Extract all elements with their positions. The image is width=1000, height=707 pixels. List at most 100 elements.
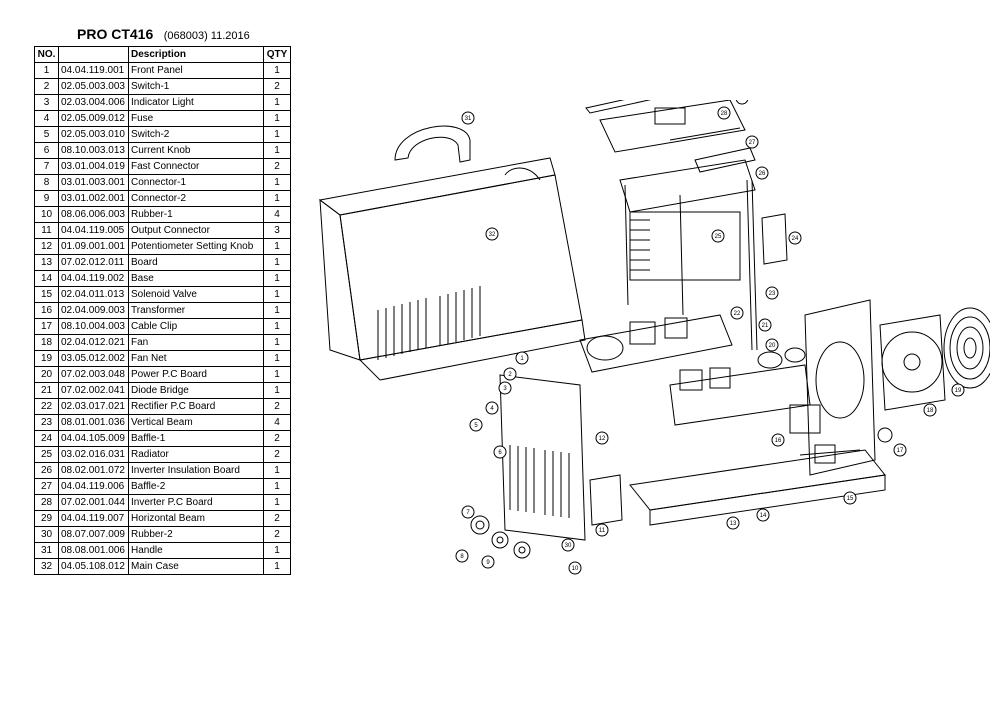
callout-number: 18 <box>927 408 934 414</box>
part-description-cell: Rubber-1 <box>128 206 264 223</box>
callout-balloon <box>765 338 779 352</box>
part-code-cell: 08.02.001.072 <box>58 462 129 479</box>
part-code-cell: 04.04.119.002 <box>58 270 129 287</box>
part-code-cell: 07.02.002.041 <box>58 382 129 399</box>
callout-balloon <box>568 561 582 575</box>
part-number-cell: 20 <box>34 366 59 383</box>
part-description-cell: Indicator Light <box>128 94 264 111</box>
part-description-cell: Connector-1 <box>128 174 264 191</box>
handle-part <box>394 125 471 163</box>
callout-number: 26 <box>759 171 766 177</box>
callout-balloon <box>711 229 725 243</box>
part-qty-cell: 1 <box>263 558 291 575</box>
part-code-cell: 04.04.119.006 <box>58 478 129 495</box>
callout-balloon <box>755 166 769 180</box>
part-qty-cell: 1 <box>263 542 291 559</box>
callout-balloon <box>595 523 609 537</box>
part-qty-cell: 1 <box>263 286 291 303</box>
part-description-cell: Board <box>128 254 264 271</box>
part-number-cell: 15 <box>34 286 59 303</box>
rubber-2-part <box>504 167 541 181</box>
part-code-cell: 04.04.119.005 <box>58 222 129 239</box>
part-number-cell: 11 <box>34 222 59 239</box>
part-qty-cell: 1 <box>263 334 291 351</box>
callout-number: 29 <box>739 100 746 102</box>
part-number-cell: 12 <box>34 238 59 255</box>
part-qty-cell: 1 <box>263 382 291 399</box>
part-code-cell: 08.01.001.036 <box>58 414 129 431</box>
fan-part <box>879 314 946 411</box>
part-code-cell: 03.05.012.002 <box>58 350 129 367</box>
base-part <box>629 449 886 526</box>
callout-number: 3 <box>503 386 507 392</box>
part-number-cell: 14 <box>34 270 59 287</box>
callout-number: 6 <box>498 450 502 456</box>
callout-balloon <box>745 135 759 149</box>
part-number-cell: 30 <box>34 526 59 543</box>
part-code-cell: 08.07.007.009 <box>58 526 129 543</box>
document-code-date: (068003) 11.2016 <box>163 30 250 42</box>
part-number-cell: 3 <box>34 94 59 111</box>
part-description-cell: Diode Bridge <box>128 382 264 399</box>
model-name: PRO CT416 <box>77 26 154 42</box>
part-description-cell: Fan <box>128 334 264 351</box>
part-number-cell: 21 <box>34 382 59 399</box>
callout-number: 15 <box>847 496 854 502</box>
part-qty-cell: 2 <box>263 430 291 447</box>
part-description-cell: Switch-1 <box>128 78 264 95</box>
part-qty-cell: 1 <box>263 110 291 127</box>
part-number-cell: 19 <box>34 350 59 367</box>
part-code-cell: 08.08.001.006 <box>58 542 129 559</box>
part-number-cell: 29 <box>34 510 59 527</box>
part-number-cell: 6 <box>34 142 59 159</box>
part-description-cell: Main Case <box>128 558 264 575</box>
part-qty-cell: 1 <box>263 350 291 367</box>
inverter-board-part <box>599 100 746 153</box>
part-qty-cell: 2 <box>263 78 291 95</box>
part-number-cell: 22 <box>34 398 59 415</box>
part-qty-cell: 2 <box>263 398 291 415</box>
part-qty-cell: 2 <box>263 158 291 175</box>
solenoid-valve-part <box>799 444 861 464</box>
document-title: PRO CT416 (068003) 11.2016 <box>77 26 250 44</box>
callout-number: 22 <box>734 311 741 317</box>
part-qty-cell: 1 <box>263 238 291 255</box>
front-panel-part <box>499 374 586 541</box>
col-header-no: NO. <box>34 46 59 63</box>
callout-layer: 1234567891011121314151617181920212223242… <box>455 100 965 575</box>
callout-number: 17 <box>897 448 904 454</box>
radiator-part <box>629 211 741 281</box>
part-code-cell: 03.01.002.001 <box>58 190 129 207</box>
part-number-cell: 17 <box>34 318 59 335</box>
part-number-cell: 26 <box>34 462 59 479</box>
callout-balloon <box>726 516 740 530</box>
callout-number: 5 <box>474 423 478 429</box>
part-code-cell: 04.04.119.001 <box>58 62 129 79</box>
callout-balloon <box>503 367 517 381</box>
callout-number: 4 <box>490 406 494 412</box>
callout-balloon <box>788 231 802 245</box>
main-case-part <box>318 157 586 381</box>
part-code-cell: 01.09.001.001 <box>58 238 129 255</box>
part-qty-cell: 1 <box>263 254 291 271</box>
part-number-cell: 2 <box>34 78 59 95</box>
part-number-cell: 16 <box>34 302 59 319</box>
baffle-2-part <box>694 147 756 173</box>
board-bracket-part <box>589 474 623 526</box>
col-header-code <box>58 46 129 63</box>
part-description-cell: Cable Clip <box>128 318 264 335</box>
callout-balloon <box>485 401 499 415</box>
table-header-row: NO. Description QTY <box>34 46 291 63</box>
baffle-1-part <box>761 213 788 265</box>
part-qty-cell: 1 <box>263 270 291 287</box>
